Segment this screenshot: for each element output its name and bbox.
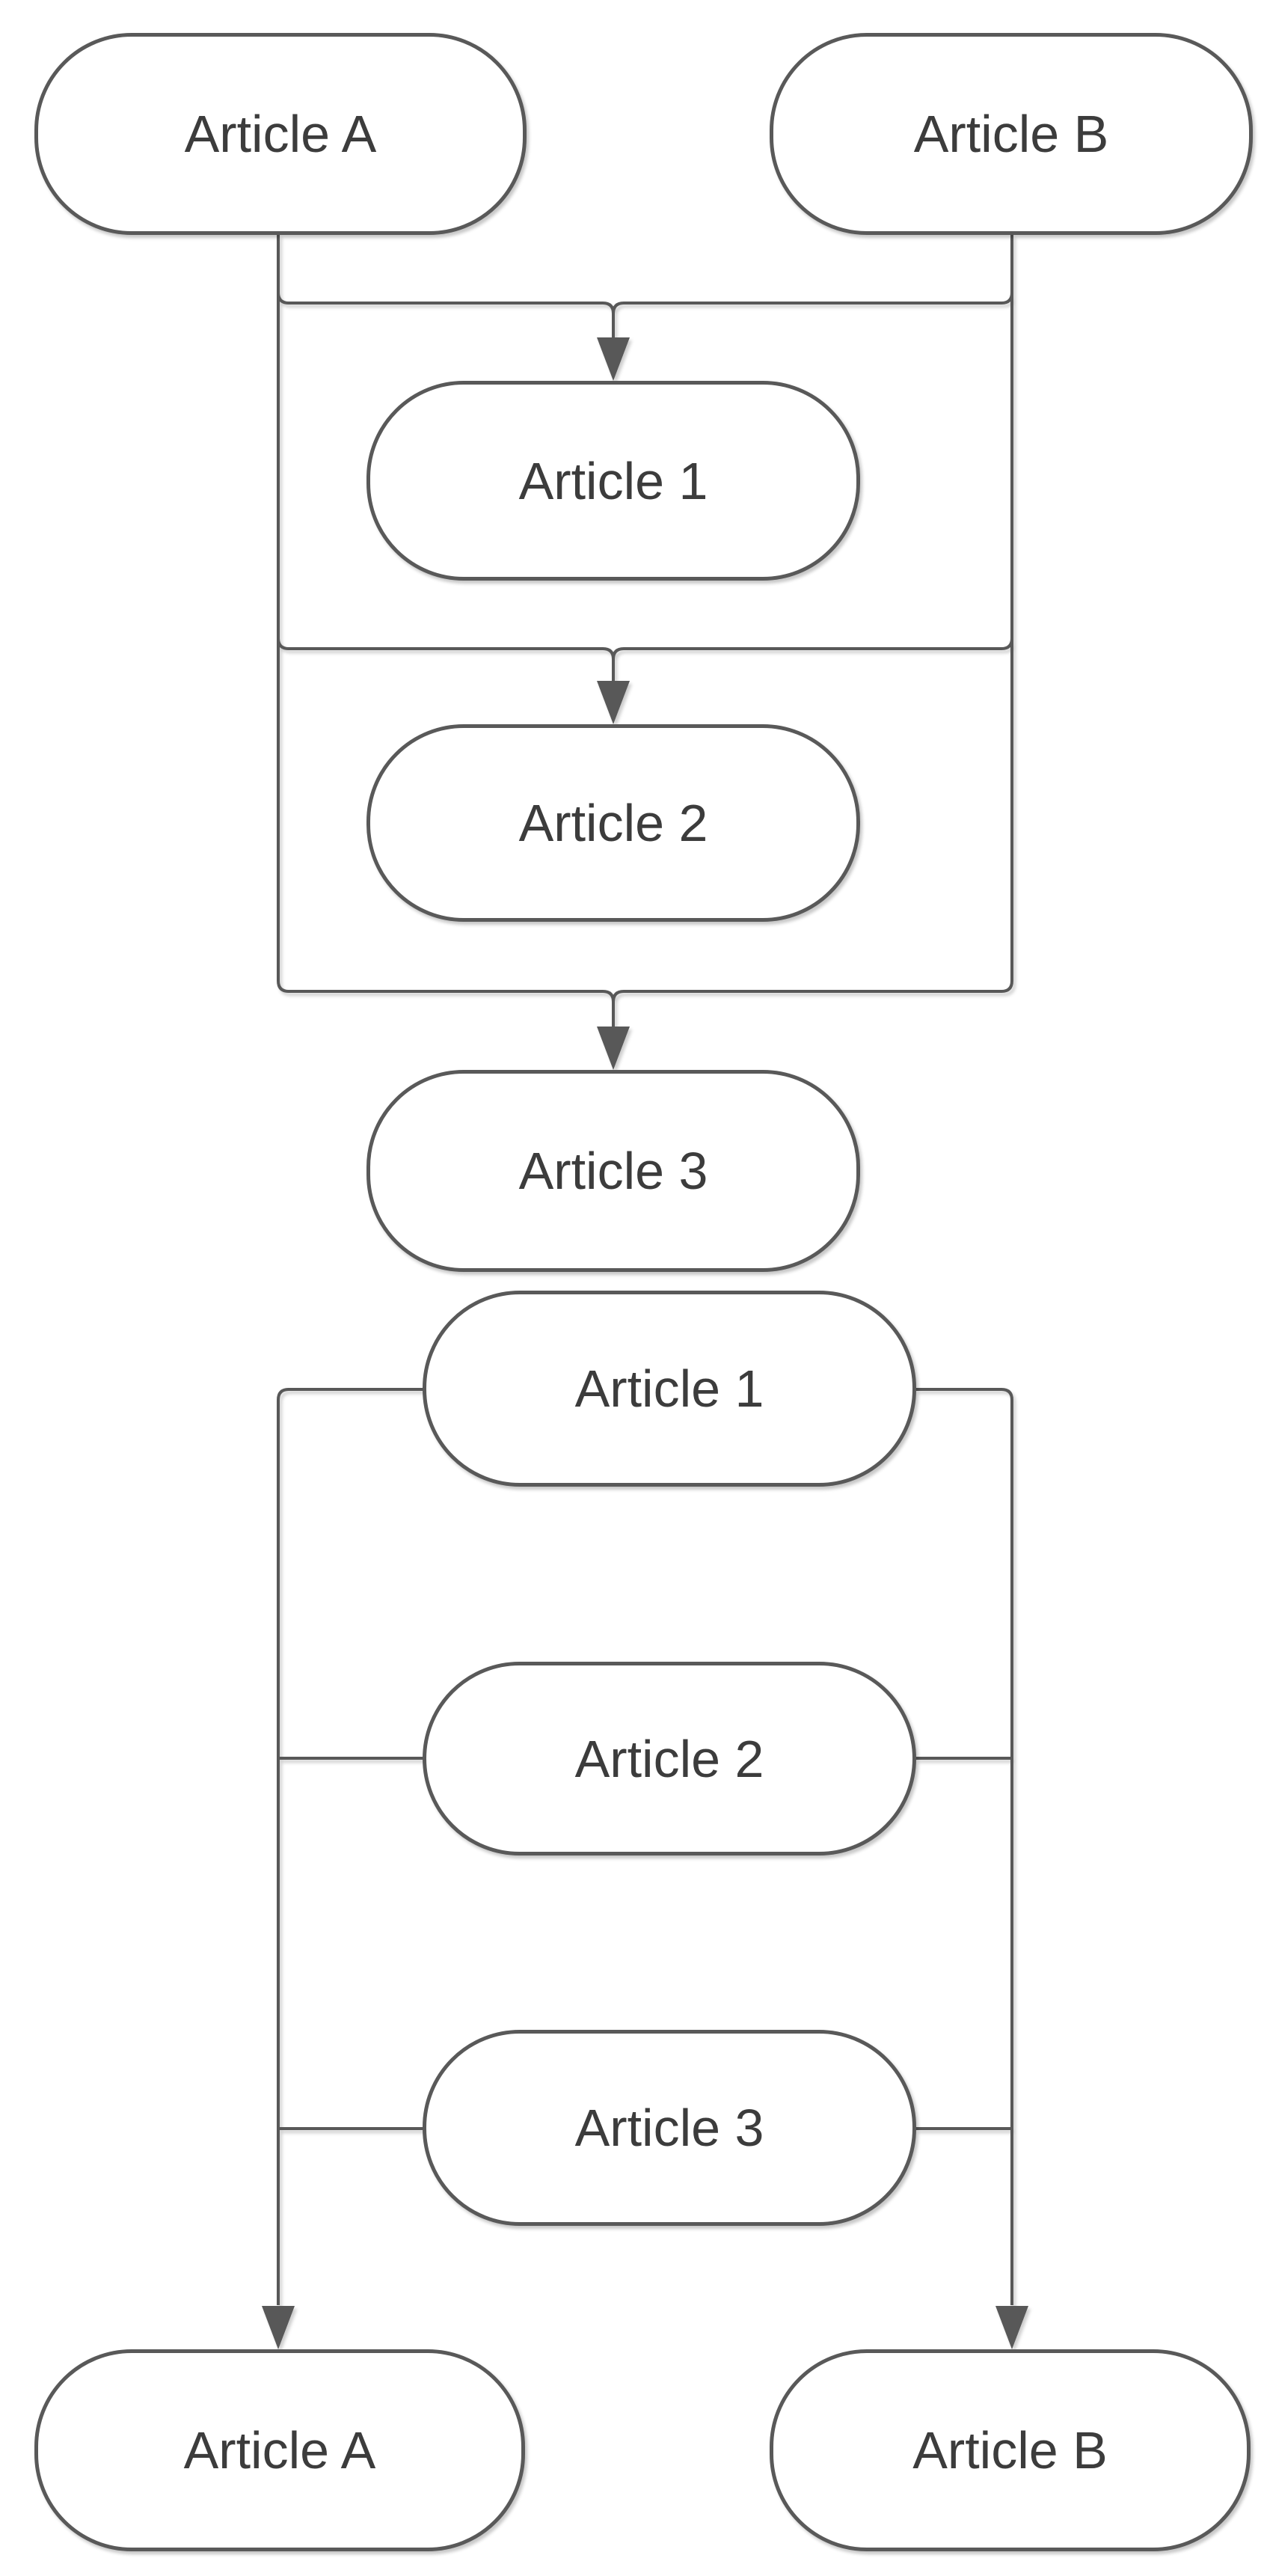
edge-trunk-right bbox=[612, 235, 1013, 1003]
node-top-article-3[interactable]: Article 3 bbox=[366, 1070, 860, 1272]
node-label: Article 2 bbox=[574, 1729, 764, 1788]
node-top-article-b[interactable]: Article B bbox=[770, 33, 1253, 235]
node-bottom-article-3[interactable]: Article 3 bbox=[423, 2030, 916, 2226]
node-label: Article B bbox=[912, 2421, 1108, 2479]
node-label: Article 1 bbox=[518, 451, 708, 510]
node-bottom-article-2[interactable]: Article 2 bbox=[423, 1662, 916, 1855]
node-label: Article A bbox=[184, 105, 377, 163]
node-label: Article B bbox=[913, 105, 1109, 163]
edge-bottom-rail-right bbox=[916, 1388, 1013, 2305]
edge-trunk-left bbox=[277, 235, 615, 1003]
node-bottom-article-b[interactable]: Article B bbox=[770, 2349, 1251, 2551]
edge-rail1-left bbox=[277, 292, 615, 314]
node-label: Article A bbox=[183, 2421, 376, 2479]
arrowhead-article-1 bbox=[597, 337, 630, 381]
arrowhead-bottom-article-a bbox=[262, 2306, 295, 2349]
edge-rail2-left bbox=[277, 637, 615, 660]
node-label: Article 1 bbox=[574, 1359, 764, 1418]
arrowhead-article-3 bbox=[597, 1027, 630, 1070]
edge-rail2-right bbox=[612, 637, 1013, 660]
edge-rail1-right bbox=[612, 292, 1013, 314]
edge-bottom-rail-left bbox=[277, 1388, 423, 2305]
arrowhead-bottom-article-b bbox=[995, 2306, 1028, 2349]
node-label: Article 3 bbox=[574, 2099, 764, 2157]
node-top-article-a[interactable]: Article A bbox=[34, 33, 527, 235]
node-top-article-1[interactable]: Article 1 bbox=[366, 381, 860, 581]
node-label: Article 2 bbox=[518, 794, 708, 852]
node-bottom-article-1[interactable]: Article 1 bbox=[423, 1291, 916, 1487]
node-top-article-2[interactable]: Article 2 bbox=[366, 724, 860, 922]
node-label: Article 3 bbox=[518, 1142, 708, 1200]
arrowhead-article-2 bbox=[597, 681, 630, 724]
node-bottom-article-a[interactable]: Article A bbox=[34, 2349, 525, 2551]
